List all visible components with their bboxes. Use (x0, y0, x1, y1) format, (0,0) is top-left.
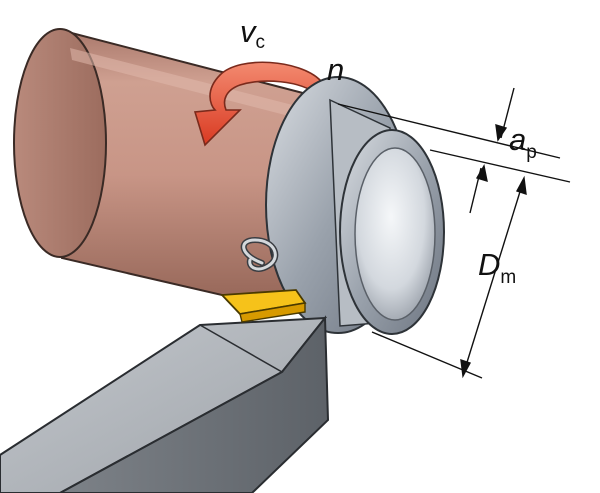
label-n: n (327, 52, 344, 87)
end-face-inner (354, 147, 436, 321)
workpiece-highlight (70, 48, 320, 124)
ap-arrowhead-lower (475, 164, 488, 183)
curved-arrow-icon (193, 61, 321, 147)
curled-chip-icon (240, 236, 279, 272)
tool-holder-front (59, 324, 284, 493)
ap-arrowhead-upper (495, 124, 508, 142)
machined-section (265, 76, 445, 335)
extension-line-middle (429, 149, 571, 183)
tool-holder-side (59, 315, 330, 493)
label-dm: Dm (478, 247, 516, 288)
insert-edge (239, 302, 306, 323)
tool-holder (0, 315, 330, 493)
extension-line-top (337, 103, 561, 159)
workpiece (13, 28, 331, 322)
dm-line (463, 181, 524, 373)
dm-arrowhead-top (515, 175, 527, 196)
workpiece-left-end (13, 28, 107, 258)
dimension-lines (337, 87, 571, 379)
label-vc: vc (240, 14, 265, 53)
insert (220, 289, 307, 323)
dm-arrowhead-bottom (460, 358, 472, 379)
label-ap: ap (509, 122, 537, 163)
